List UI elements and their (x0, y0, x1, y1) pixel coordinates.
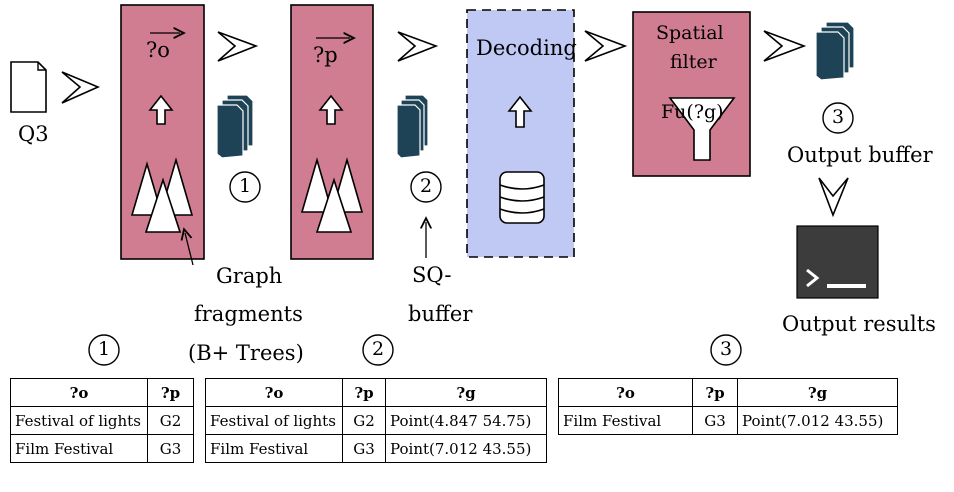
result-table-3: ?o ?p ?g Film Festival G3 Point(7.012 43… (558, 378, 898, 435)
table-row: Film Festival G3 (10, 434, 194, 463)
table-row: Festival of lights G2 (10, 406, 194, 435)
chevron-down-icon (818, 177, 849, 218)
table-cell: G2 (147, 406, 194, 435)
table-header-row: ?o ?p (10, 378, 194, 407)
chevron-arrow-icon (61, 71, 101, 104)
document-stack-icon (216, 94, 254, 159)
sq-buffer-label: SQ- (412, 263, 452, 287)
table-header-row: ?o ?p ?g (205, 378, 547, 407)
table-header-cell: ?o (10, 378, 148, 407)
chevron-arrow-icon (584, 30, 628, 62)
chevron-arrow-icon (217, 31, 259, 62)
step-marker-circle (410, 171, 442, 203)
output-results-label: Output results (782, 312, 936, 336)
table-cell: Point(7.012 43.55) (385, 434, 547, 463)
table-cell: Film Festival (558, 406, 693, 435)
up-arrow-icon (148, 94, 174, 125)
table-header-cell: ?p (692, 378, 738, 407)
spatial-filter-label-2: filter (670, 51, 717, 73)
sq-buffer-label: buffer (408, 302, 473, 326)
table-header-cell: ?p (147, 378, 194, 407)
up-arrow-icon (507, 95, 533, 128)
table-header-cell: ?o (205, 378, 343, 407)
table-cell: G3 (692, 406, 738, 435)
step-marker-circle (710, 334, 742, 366)
table-header-cell: ?p (342, 378, 386, 407)
up-arrow-icon (318, 94, 344, 125)
document-stack-icon (815, 21, 855, 81)
spatial-filter-label-1: Spatial (656, 22, 724, 44)
table-cell: Point(7.012 43.55) (737, 406, 898, 435)
table-cell: Film Festival (205, 434, 343, 463)
table-row: Festival of lights G2 Point(4.847 54.75) (205, 406, 547, 435)
query-label: Q3 (18, 122, 49, 146)
step-marker-circle (229, 171, 261, 203)
result-table-2: ?o ?p ?g Festival of lights G2 Point(4.8… (205, 378, 547, 463)
table-cell: G2 (342, 406, 386, 435)
table-cell: G3 (342, 434, 386, 463)
table-cell: Film Festival (10, 434, 148, 463)
step-marker-circle (362, 334, 394, 366)
graph-fragments-label: fragments (194, 302, 303, 326)
graph-fragments-label: Graph (216, 264, 283, 288)
filter-function-label: Fu(?g) (661, 101, 724, 123)
table-cell: G3 (147, 434, 194, 463)
database-icon (499, 171, 545, 224)
step-marker-number: 2 (420, 175, 433, 197)
table-cell: Festival of lights (205, 406, 343, 435)
graph-fragments-label: (B+ Trees) (188, 341, 304, 365)
output-buffer-label: Output buffer (787, 143, 933, 167)
variable-o-label: ?o (146, 38, 170, 62)
spatial-filter-stage-box (632, 11, 751, 177)
table-row: Film Festival G3 Point(7.012 43.55) (205, 434, 547, 463)
table-header-cell: ?g (737, 378, 898, 407)
table-marker-number: 3 (720, 338, 733, 360)
step-marker-circle (822, 102, 854, 134)
table-marker-number: 1 (98, 338, 111, 360)
variable-p-label: ?p (313, 43, 338, 67)
document-stack-icon (396, 94, 429, 159)
decoding-label: Decoding (476, 36, 577, 60)
terminal-icon (796, 225, 879, 299)
table-cell: Point(4.847 54.75) (385, 406, 547, 435)
table-cell: Festival of lights (10, 406, 148, 435)
table-header-cell: ?g (385, 378, 547, 407)
step-marker-number: 1 (239, 175, 252, 197)
btree-triangles-icon (300, 157, 364, 233)
query-document-icon (10, 61, 47, 113)
step-marker-circle (88, 334, 120, 366)
funnel-icon (668, 97, 736, 161)
table-marker-number: 2 (372, 338, 385, 360)
result-table-1: ?o ?p Festival of lights G2 Film Festiva… (10, 378, 194, 463)
chevron-arrow-icon (763, 30, 807, 62)
btree-triangles-icon (130, 157, 194, 233)
table-header-cell: ?o (558, 378, 693, 407)
chevron-arrow-icon (397, 31, 439, 62)
table-row: Film Festival G3 Point(7.012 43.55) (558, 406, 898, 435)
step-marker-number: 3 (832, 106, 845, 128)
table-header-row: ?o ?p ?g (558, 378, 898, 407)
